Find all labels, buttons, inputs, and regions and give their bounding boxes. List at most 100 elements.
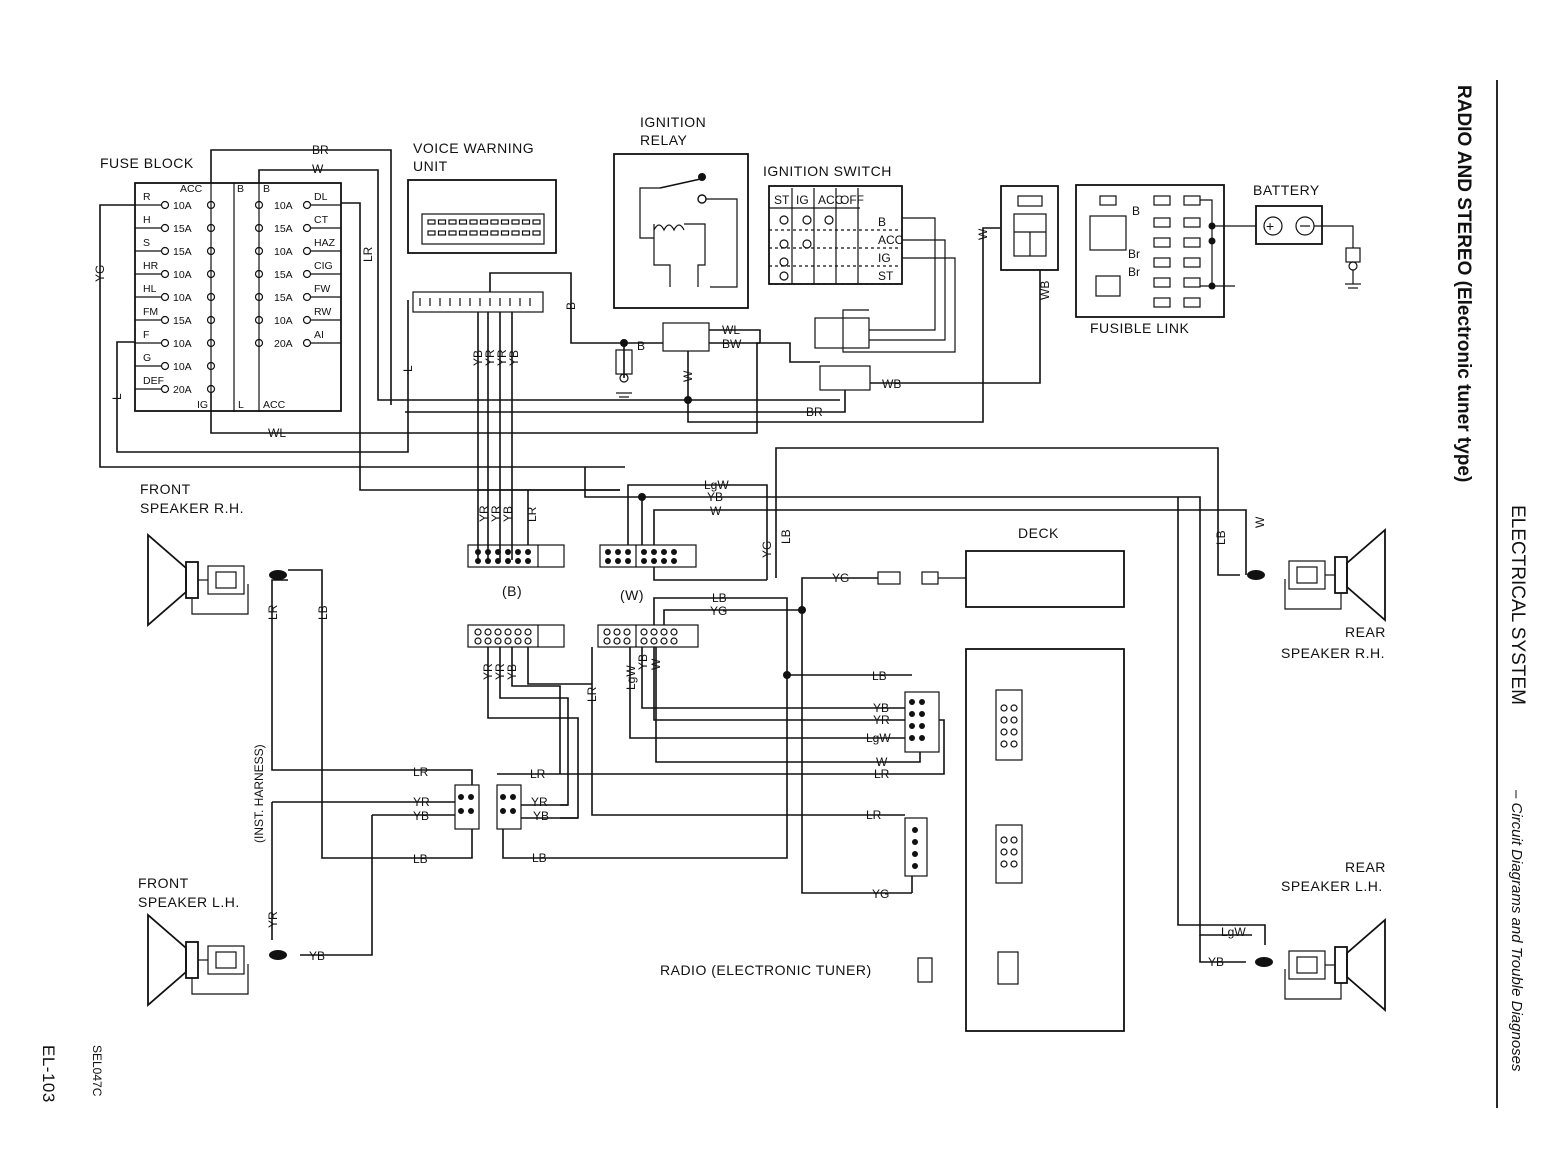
page-title: RADIO AND STEREO (Electronic tuner type): [1453, 85, 1474, 482]
fuse-b2-label: B: [263, 183, 270, 195]
connector-b-label: (B): [502, 583, 522, 599]
fuse-block-label: FUSE BLOCK: [100, 155, 194, 171]
fuse-code: HAZ: [314, 237, 336, 249]
fuse-link: [1153, 237, 1171, 248]
connector-w-top: [599, 544, 697, 568]
fuse-l-label: L: [238, 399, 244, 411]
wire-label-l-mid: L: [401, 365, 415, 372]
radio-pin: [1000, 704, 1008, 712]
pin: [532, 230, 541, 236]
section-header: ELECTRICAL SYSTEM – Circuit Diagrams and…: [1507, 505, 1528, 1072]
wire-label-yr-b3: YR: [481, 663, 495, 680]
wire-w-top: [258, 169, 840, 401]
fuse-terminal: [302, 246, 312, 256]
connector-b-top: [467, 544, 565, 568]
rear-speaker-lh: [1284, 918, 1386, 1012]
radio-pin: [1000, 728, 1008, 736]
wire-label-yb-b1: YB: [501, 506, 515, 522]
connector-pin: [485, 549, 491, 555]
relay-connector: [662, 322, 710, 352]
wire-label-yb-c2: YB: [533, 809, 549, 823]
connector-pin: [475, 558, 481, 564]
connector-pin: [474, 628, 482, 636]
connector-pin: [495, 549, 501, 555]
ign-switch-plug: [814, 317, 870, 349]
fuse-terminal: [206, 223, 216, 233]
radio-pin: [1010, 716, 1018, 724]
wire-lr-fuse: [341, 202, 620, 491]
fuse-code: FW: [314, 283, 330, 295]
wire-label-yr-radio: YR: [873, 713, 890, 727]
fuse-terminal: [302, 338, 312, 348]
wire-label-w-top: W: [312, 162, 324, 176]
fusible-label: Br: [1128, 265, 1140, 279]
fuse-code: H: [143, 214, 151, 226]
vw-harness-connector: [412, 291, 544, 313]
front-lh-label-2: SPEAKER L.H.: [138, 894, 240, 910]
fuse-terminal: [206, 338, 216, 348]
page-number: EL-103: [39, 1045, 58, 1103]
fuse-rating: 10A: [173, 200, 192, 212]
fusible-label: B: [1132, 204, 1140, 218]
connector-pin: [524, 637, 532, 645]
center-connector-1: [454, 784, 480, 830]
wire-label-lr-b1: LR: [525, 506, 539, 522]
pin: [448, 219, 457, 225]
radio-pin: [1000, 740, 1008, 748]
connector-pin: [640, 637, 648, 645]
connector-pin: [625, 558, 631, 564]
fuse-link: [1153, 277, 1171, 288]
wire-label-w-radio: W: [876, 755, 888, 769]
wire-label-lgw-w: LgW: [624, 665, 638, 690]
wire-label-w-rr: W: [1253, 516, 1267, 528]
connector-pin: [641, 549, 647, 555]
wire-label-lb-frh: LB: [316, 605, 330, 620]
rear-speaker-rh: [1284, 528, 1386, 622]
rear-rh-label: REAR: [1345, 624, 1386, 640]
connector-pin: [494, 628, 502, 636]
fuse-terminal: [254, 292, 264, 302]
wire-label-yg-radio: YG: [872, 887, 889, 901]
wire-label-yr-b4: YR: [493, 663, 507, 680]
radio-pin: [1010, 704, 1018, 712]
connector-pin: [641, 558, 647, 564]
fuse-terminal: [206, 246, 216, 256]
connector-pin: [514, 628, 522, 636]
radio-pin: [1010, 848, 1018, 856]
pin: [521, 219, 531, 225]
fuse-terminal: [160, 338, 170, 348]
fuse-link: [1153, 195, 1171, 206]
front-speaker-rh: [147, 533, 249, 627]
fuse-rating: 10A: [274, 200, 293, 212]
fuse-rating: 10A: [274, 246, 293, 258]
connector-pin: [671, 549, 677, 555]
section-name: ELECTRICAL SYSTEM: [1507, 505, 1528, 705]
connector-pin: [495, 558, 501, 564]
voice-warning-label-2: UNIT: [413, 158, 448, 174]
fuse-rating: 15A: [173, 223, 192, 235]
radio-pin: [1010, 728, 1018, 736]
harness-pin: [909, 723, 915, 729]
front-rh-label: FRONT: [140, 481, 191, 497]
fuse-terminal: [206, 315, 216, 325]
wire-label-br-mid: BR: [806, 405, 823, 419]
pin: [479, 219, 489, 225]
fuse-link: [1099, 195, 1117, 206]
fuse-link: [1183, 277, 1201, 288]
fuse-rating: 15A: [274, 292, 293, 304]
connector-b-bottom: [467, 624, 565, 648]
ign-switch-term: B: [878, 215, 886, 229]
wire-label-w-w: W: [649, 658, 663, 670]
wire-label-wl-relay: WL: [722, 323, 740, 337]
fuse-terminal: [160, 292, 170, 302]
fusible-link-label: FUSIBLE LINK: [1090, 320, 1190, 336]
wire-label-yr-b1: YR: [477, 505, 491, 522]
ignition-relay: [613, 153, 749, 309]
fuse-code: AI: [314, 329, 324, 341]
front-rh-label-2: SPEAKER R.H.: [140, 500, 244, 516]
connector-pin: [504, 637, 512, 645]
radio-harness-connector-2: [904, 817, 928, 877]
fuse-code: CIG: [314, 260, 333, 272]
switch-contact: [802, 215, 812, 225]
fuse-code: CT: [314, 214, 329, 226]
